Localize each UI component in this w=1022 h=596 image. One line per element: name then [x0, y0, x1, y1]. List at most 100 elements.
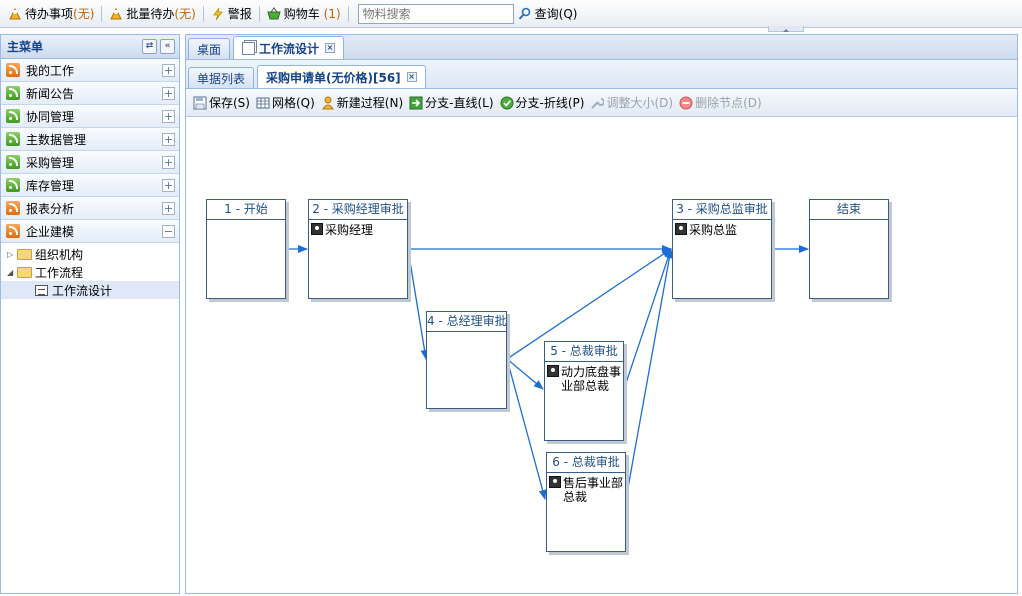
refresh-icon[interactable]: ⇄ — [142, 39, 157, 54]
todo-button[interactable]: 待办事项 (无) — [4, 3, 98, 25]
node-assignee: 动力底盘事业部总裁 — [561, 365, 622, 393]
sidebar-item-purchasing[interactable]: 采购管理 + — [1, 151, 179, 174]
tab-label: 采购申请单(无价格)[56] — [266, 70, 401, 85]
new-process-button[interactable]: 新建过程(N) — [318, 92, 406, 114]
user-card-icon — [547, 365, 559, 377]
tab-document-list[interactable]: 单据列表 — [188, 67, 255, 88]
new-process-label: 新建过程(N) — [336, 96, 404, 110]
alert-label: 警报 — [227, 7, 252, 21]
branch-polyline-button[interactable]: 分支-折线(P) — [497, 92, 588, 114]
expand-icon[interactable]: + — [162, 155, 175, 169]
node-assignee: 售后事业部总裁 — [563, 476, 624, 504]
cart-button[interactable]: 购物车 (1) — [263, 3, 345, 25]
delete-node-button[interactable]: 删除节点(D) — [676, 92, 765, 114]
user-card-icon — [311, 223, 323, 235]
sidebar-item-news[interactable]: 新闻公告 + — [1, 82, 179, 105]
grid-button[interactable]: 网格(Q) — [253, 92, 318, 114]
material-search-input[interactable] — [357, 3, 514, 24]
expand-icon[interactable]: + — [162, 109, 175, 123]
tree-item-workflow[interactable]: ◢ 工作流程 — [1, 263, 179, 281]
expand-arrow-icon[interactable]: ▷ — [7, 249, 14, 259]
batch-todo-count: (无) — [174, 7, 196, 21]
rss-orange-icon — [6, 63, 20, 77]
edge-4-to-3[interactable] — [506, 248, 672, 360]
designer-toolbar: 保存(S) 网格(Q) 新建过程(N) 分支-直线(L) 分支-折线(P) 调整… — [186, 89, 1017, 117]
workflow-edges — [286, 245, 809, 500]
node-title: 5 - 总裁审批 — [545, 342, 623, 362]
grid-icon — [256, 97, 270, 108]
collapse-arrow-icon[interactable]: ◢ — [7, 267, 14, 277]
sidebar-item-label: 我的工作 — [26, 63, 75, 78]
sidebar-item-collaboration[interactable]: 协同管理 + — [1, 105, 179, 128]
tab-workflow-design[interactable]: 工作流设计 × — [233, 36, 345, 59]
expand-icon[interactable]: + — [162, 178, 175, 192]
sidebar: 主菜单 ⇄ « 我的工作 + 新闻公告 + 协同管理 + 主数据管理 + 采购管… — [0, 34, 180, 594]
wrench-icon — [591, 97, 605, 109]
save-label: 保存(S) — [209, 96, 250, 110]
tab-desktop[interactable]: 桌面 — [188, 38, 231, 59]
tree-item-org[interactable]: ▷ 组织机构 — [1, 245, 179, 263]
tree-item-label: 组织机构 — [35, 247, 84, 262]
cart-count: (1) — [323, 6, 341, 21]
branch-straight-button[interactable]: 分支-直线(L) — [406, 92, 496, 114]
tab-purchase-request[interactable]: 采购申请单(无价格)[56] × — [257, 65, 426, 88]
node-title: 6 - 总裁审批 — [547, 453, 625, 473]
sidebar-item-label: 新闻公告 — [26, 86, 75, 101]
node-title: 结束 — [810, 200, 888, 220]
sidebar-header: 主菜单 ⇄ « — [1, 35, 179, 59]
pages-icon — [242, 41, 256, 55]
edge-5-to-3[interactable] — [623, 248, 672, 390]
rss-green-icon — [6, 86, 20, 100]
folder-icon — [17, 248, 32, 260]
delete-icon — [679, 96, 693, 109]
node-president-aftersales[interactable]: 6 - 总裁审批 售后事业部总裁 — [546, 452, 626, 552]
collapse-header-handle[interactable] — [768, 26, 804, 32]
node-purchase-manager[interactable]: 2 - 采购经理审批 采购经理 — [308, 199, 408, 299]
collapse-icon[interactable]: − — [162, 224, 175, 238]
sidebar-item-reports[interactable]: 报表分析 + — [1, 197, 179, 220]
user-card-icon — [549, 476, 561, 488]
tab-label: 单据列表 — [197, 71, 246, 86]
sidebar-item-my-work[interactable]: 我的工作 + — [1, 59, 179, 82]
node-general-manager[interactable]: 4 - 总经理审批 — [426, 311, 507, 409]
node-president-powertrain[interactable]: 5 - 总裁审批 动力底盘事业部总裁 — [544, 341, 624, 441]
node-start[interactable]: 1 - 开始 — [206, 199, 286, 299]
edge-6-to-3[interactable] — [625, 248, 674, 500]
expand-icon[interactable]: + — [162, 132, 175, 146]
node-purchase-director[interactable]: 3 - 采购总监审批 采购总监 — [672, 199, 772, 299]
collapse-left-icon[interactable]: « — [160, 39, 175, 54]
expand-icon[interactable]: + — [162, 86, 175, 100]
edge-2-to-4[interactable] — [407, 248, 429, 360]
query-button[interactable]: 查询(Q) — [514, 3, 582, 25]
rss-green-icon — [6, 155, 20, 169]
sidebar-item-inventory[interactable]: 库存管理 + — [1, 174, 179, 197]
node-end[interactable]: 结束 — [809, 199, 889, 299]
save-icon — [193, 96, 207, 109]
batch-todo-button[interactable]: 批量待办 (无) — [105, 3, 199, 25]
edge-4-to-5[interactable] — [506, 358, 544, 390]
tree-item-workflow-design[interactable]: 工作流设计 — [1, 281, 179, 299]
node-title: 2 - 采购经理审批 — [309, 200, 407, 220]
workflow-canvas[interactable]: 1 - 开始 2 - 采购经理审批 采购经理 3 - 采购总监审批 采购总监 结… — [186, 119, 1017, 593]
sidebar-item-enterprise-modeling[interactable]: 企业建模 − — [1, 220, 179, 243]
alert-button[interactable]: 警报 — [207, 3, 256, 25]
batch-todo-icon — [110, 7, 123, 19]
user-card-icon — [675, 223, 687, 235]
rss-green-icon — [6, 178, 20, 192]
close-icon[interactable]: × — [406, 72, 417, 82]
sidebar-item-master-data[interactable]: 主数据管理 + — [1, 128, 179, 151]
toolbar-divider — [202, 5, 204, 22]
tree-item-label: 工作流设计 — [52, 283, 113, 298]
close-icon[interactable]: × — [325, 43, 336, 53]
rss-green-icon — [6, 109, 20, 123]
resize-button[interactable]: 调整大小(D) — [587, 92, 676, 114]
tab-label: 工作流设计 — [259, 41, 320, 56]
batch-todo-label: 批量待办 — [126, 7, 175, 21]
expand-icon[interactable]: + — [162, 63, 175, 77]
rss-orange-icon — [6, 201, 20, 215]
expand-icon[interactable]: + — [162, 201, 175, 215]
edge-4-to-6[interactable] — [506, 358, 547, 500]
arrow-right-icon — [409, 96, 423, 109]
branch-polyline-label: 分支-折线(P) — [515, 96, 585, 110]
save-button[interactable]: 保存(S) — [190, 92, 253, 114]
